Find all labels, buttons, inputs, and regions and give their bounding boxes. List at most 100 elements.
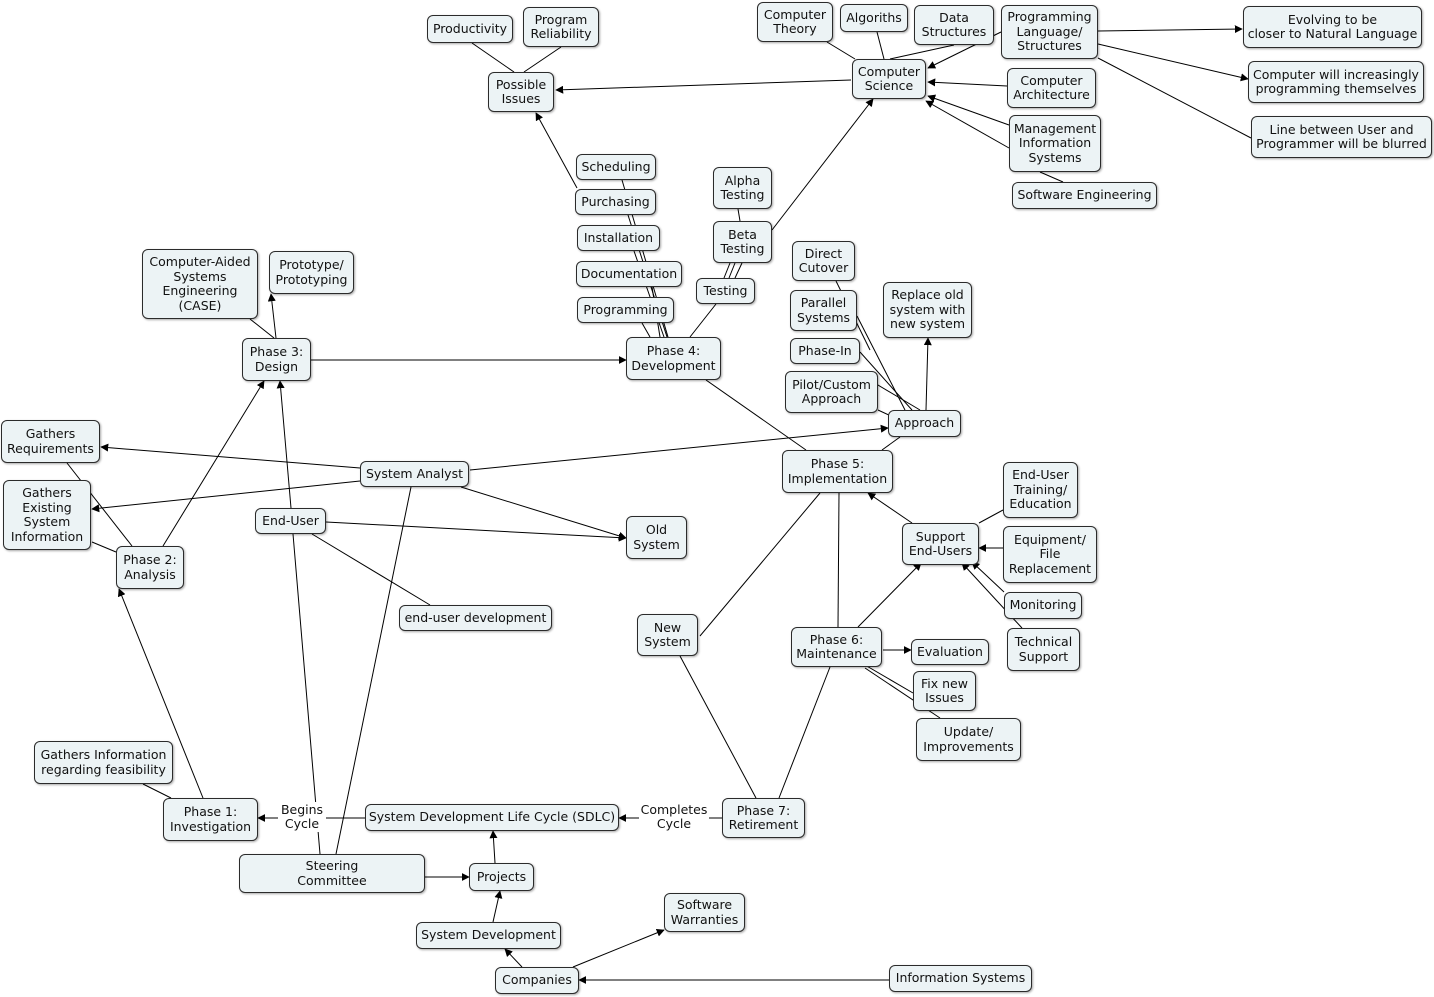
node-user-programmer-blurred[interactable]: Line between User and Programmer will be…: [1251, 116, 1432, 158]
connection-line: [867, 492, 913, 524]
connection-line: [876, 31, 885, 60]
connection-line: [679, 655, 757, 799]
node-end-user[interactable]: End-User: [255, 508, 326, 534]
connection-line: [826, 41, 856, 60]
node-beta-testing[interactable]: Beta Testing: [713, 221, 772, 263]
node-management-information-systems[interactable]: Management Information Systems: [1009, 115, 1101, 172]
connection-line: [778, 666, 831, 799]
node-end-user-development[interactable]: end-user development: [399, 605, 552, 631]
node-phase5-implementation[interactable]: Phase 5: Implementation: [782, 450, 893, 493]
node-new-system[interactable]: New System: [637, 614, 698, 656]
connection-line: [689, 303, 717, 338]
connection-line: [723, 262, 731, 279]
connection-line: [771, 98, 874, 231]
node-phase3-design[interactable]: Phase 3: Design: [242, 338, 311, 381]
node-case[interactable]: Computer-Aided Systems Engineering (CASE…: [142, 249, 258, 319]
node-possible-issues[interactable]: Possible Issues: [488, 72, 554, 112]
node-system-development[interactable]: System Development: [416, 922, 561, 949]
node-testing[interactable]: Testing: [696, 278, 755, 304]
node-phase7-retirement[interactable]: Phase 7: Retirement: [722, 798, 805, 838]
connection-line: [492, 890, 503, 923]
connection-line: [1097, 57, 1252, 139]
connection-line: [335, 486, 412, 855]
connection-line: [471, 42, 515, 73]
connection-line: [978, 509, 1004, 524]
link-label-begins-cycle: Begins Cycle: [278, 802, 326, 832]
node-computer-theory[interactable]: Computer Theory: [757, 2, 833, 42]
node-approach[interactable]: Approach: [888, 410, 961, 437]
node-phase-in[interactable]: Phase-In: [790, 338, 860, 364]
node-algorithms[interactable]: Algoriths: [840, 4, 908, 32]
node-evolving-natural-language[interactable]: Evolving to be closer to Natural Languag…: [1243, 6, 1422, 48]
connection-line: [523, 46, 562, 73]
node-software-warranties[interactable]: Software Warranties: [664, 893, 745, 932]
node-support-end-users[interactable]: Support End-Users: [902, 523, 979, 565]
node-prototype[interactable]: Prototype/ Prototyping: [269, 251, 354, 294]
connection-line: [1097, 43, 1249, 82]
node-productivity[interactable]: Productivity: [427, 15, 513, 43]
node-scheduling[interactable]: Scheduling: [576, 154, 656, 180]
node-installation[interactable]: Installation: [577, 225, 660, 251]
node-steering-committee[interactable]: Steering Committee: [239, 854, 425, 893]
node-information-systems[interactable]: Information Systems: [889, 965, 1032, 992]
connection-line: [267, 293, 277, 339]
node-phase1-investigation[interactable]: Phase 1: Investigation: [163, 798, 258, 841]
connection-line: [923, 337, 932, 411]
node-technical-support[interactable]: Technical Support: [1007, 628, 1080, 671]
node-computer-science[interactable]: Computer Science: [852, 59, 926, 99]
connection-line: [728, 262, 736, 279]
node-system-analyst[interactable]: System Analyst: [360, 461, 469, 487]
connection-line: [857, 562, 922, 628]
node-programming-language[interactable]: Programming Language/ Structures: [1001, 5, 1098, 59]
connection-line: [572, 929, 665, 968]
node-computers-program-themselves[interactable]: Computer will increasingly programming t…: [1248, 61, 1424, 103]
node-programming[interactable]: Programming: [577, 297, 674, 323]
connection-line: [162, 380, 265, 547]
connection-line: [864, 664, 914, 694]
node-end-user-training[interactable]: End-User Training/ Education: [1003, 462, 1078, 518]
node-parallel-systems[interactable]: Parallel Systems: [790, 290, 857, 331]
node-phase4-development[interactable]: Phase 4: Development: [626, 337, 721, 380]
node-documentation[interactable]: Documentation: [576, 261, 682, 287]
connection-line: [641, 322, 651, 338]
connection-line: [881, 436, 901, 451]
node-monitoring[interactable]: Monitoring: [1004, 592, 1082, 619]
node-replace-old-system[interactable]: Replace old system with new system: [883, 282, 972, 338]
connection-line: [325, 521, 627, 542]
node-update-improvements[interactable]: Update/ Improvements: [916, 718, 1021, 761]
connection-line: [699, 492, 821, 637]
connection-line: [535, 112, 578, 189]
node-gathers-feasibility[interactable]: Gathers Information regarding feasibilit…: [34, 741, 173, 784]
node-companies[interactable]: Companies: [495, 967, 579, 994]
node-fix-new-issues[interactable]: Fix new Issues: [913, 671, 976, 711]
node-projects[interactable]: Projects: [469, 863, 534, 891]
node-old-system[interactable]: Old System: [626, 516, 687, 559]
connection-line: [91, 541, 117, 553]
node-software-engineering[interactable]: Software Engineering: [1012, 182, 1157, 209]
node-direct-cutover[interactable]: Direct Cutover: [792, 241, 855, 281]
node-pilot-custom[interactable]: Pilot/Custom Approach: [785, 371, 878, 413]
connection-line: [276, 380, 292, 509]
connection-line: [971, 561, 1005, 593]
node-data-structures[interactable]: Data Structures: [914, 5, 994, 45]
node-evaluation[interactable]: Evaluation: [911, 639, 989, 665]
connection-line: [311, 533, 431, 606]
node-computer-architecture[interactable]: Computer Architecture: [1007, 68, 1096, 108]
node-phase6-maintenance[interactable]: Phase 6: Maintenance: [791, 627, 882, 667]
node-purchasing[interactable]: Purchasing: [575, 189, 656, 215]
node-sdlc[interactable]: System Development Life Cycle (SDLC): [365, 804, 619, 831]
connection-line: [927, 78, 1008, 87]
node-alpha-testing[interactable]: Alpha Testing: [713, 167, 772, 209]
link-label-completes-cycle: Completes Cycle: [639, 801, 709, 832]
node-program-reliability[interactable]: Program Reliability: [523, 7, 599, 47]
node-gathers-existing-info[interactable]: Gathers Existing System Information: [3, 480, 91, 550]
connection-line: [249, 318, 275, 339]
connection-line: [91, 480, 361, 513]
node-phase2-analysis[interactable]: Phase 2: Analysis: [116, 546, 184, 589]
connection-line: [925, 100, 1010, 149]
node-gathers-requirements[interactable]: Gathers Requirements: [1, 420, 100, 463]
node-equipment-replacement[interactable]: Equipment/ File Replacement: [1003, 526, 1097, 583]
connection-line: [142, 783, 172, 799]
